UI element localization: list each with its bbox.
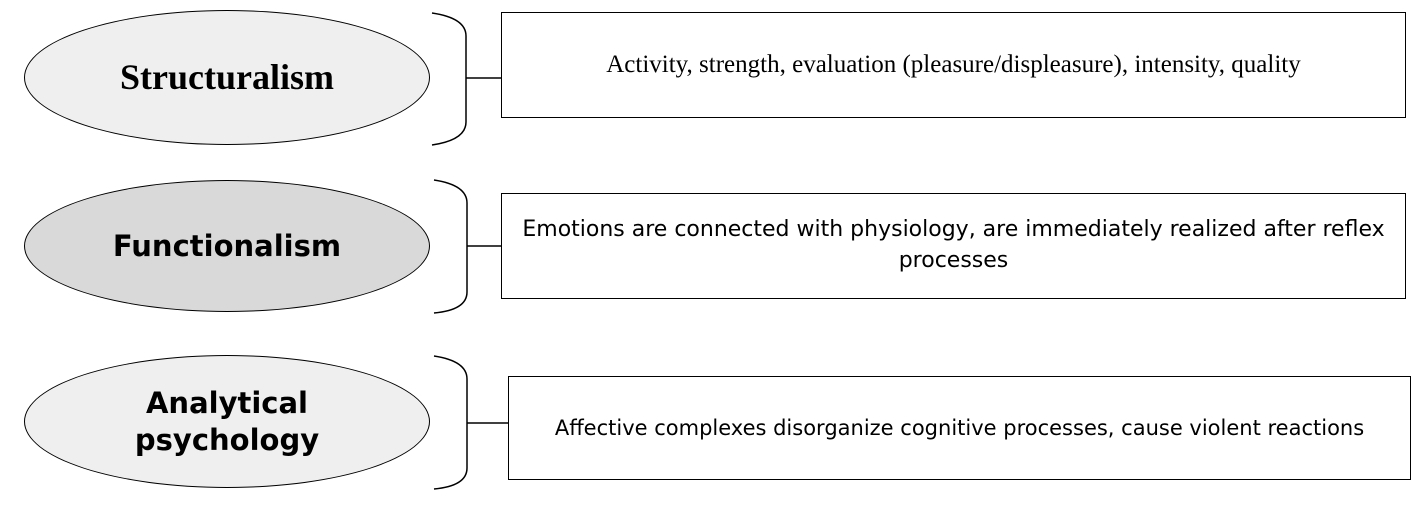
ellipse-analytical-psychology: Analytical psychology (24, 355, 430, 488)
description-box-structuralism: Activity, strength, evaluation (pleasure… (501, 12, 1406, 118)
description-box-functionalism: Emotions are connected with physiology, … (501, 193, 1406, 299)
ellipse-functionalism: Functionalism (24, 180, 430, 312)
concept-label-line-1: Analytical (145, 386, 308, 421)
concept-label-functionalism: Functionalism (112, 228, 342, 263)
description-text-structuralism: Activity, strength, evaluation (pleasure… (606, 51, 1301, 78)
ellipse-structuralism: Structuralism (24, 10, 430, 145)
concept-label-line-2: psychology (134, 422, 320, 457)
description-box-analytical-psychology: Affective complexes disorganize cognitiv… (508, 376, 1411, 480)
concept-label-structuralism: Structuralism (120, 57, 334, 97)
description-text-analytical-psychology: Affective complexes disorganize cognitiv… (554, 416, 1365, 440)
concept-label-analytical-psychology: Analytical psychology (135, 385, 319, 458)
bracket-analytical-psychology (433, 355, 468, 490)
description-text-functionalism: Emotions are connected with physiology, … (522, 217, 1385, 273)
bracket-functionalism (433, 179, 468, 314)
bracket-structuralism (431, 12, 467, 146)
